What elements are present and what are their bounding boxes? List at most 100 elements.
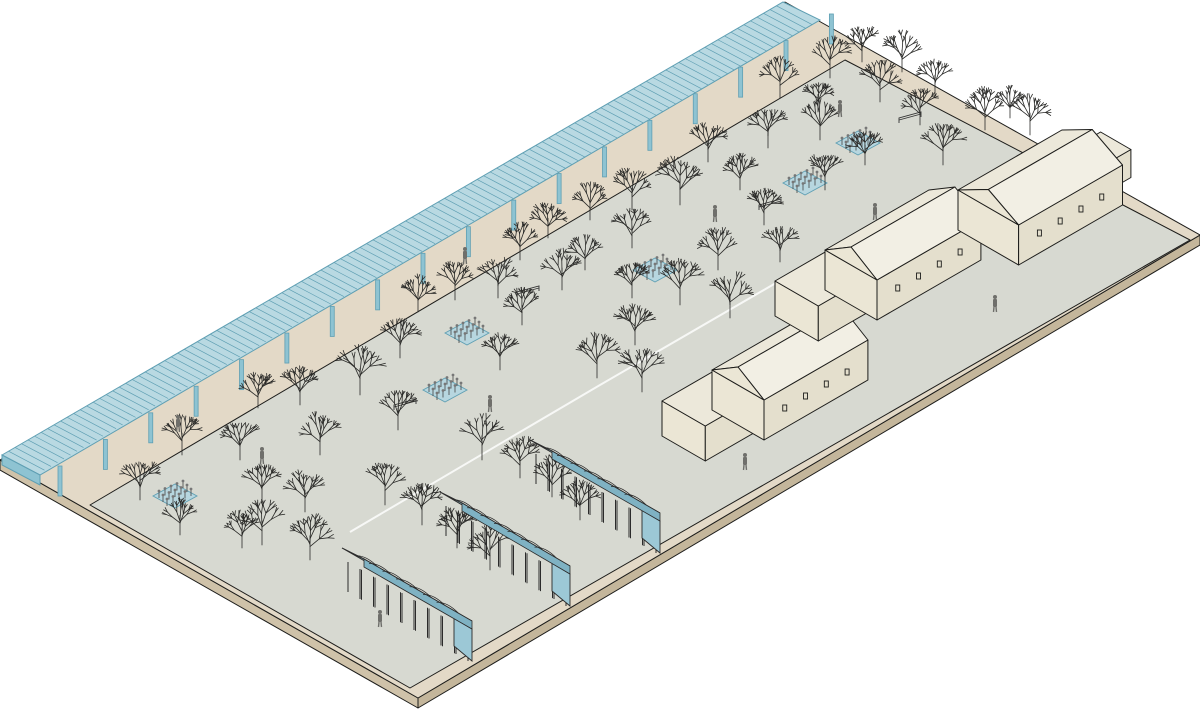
- bare-tree-icon: [689, 122, 729, 163]
- bare-tree-icon: [859, 59, 903, 103]
- rail-tie: [515, 156, 553, 177]
- bare-tree-icon: [335, 344, 387, 396]
- rail-tie: [40, 432, 78, 452]
- rail-tie: [737, 28, 774, 48]
- rail-tie: [502, 164, 540, 184]
- bare-tree-icon: [564, 233, 604, 271]
- rail-tie: [197, 341, 234, 362]
- rail-tie: [112, 390, 149, 411]
- bare-tree-icon: [882, 29, 923, 73]
- rail-tie: [561, 130, 598, 150]
- rail-tie: [659, 73, 696, 94]
- rail-tie: [574, 122, 611, 143]
- rail-tie: [626, 92, 663, 112]
- rail-tie: [489, 171, 527, 192]
- rail-tie: [470, 182, 507, 203]
- bare-tree-icon: [219, 422, 260, 461]
- rail-tie: [405, 220, 442, 241]
- pedestrian-icon: [487, 395, 493, 413]
- rail-tie: [132, 379, 169, 399]
- bare-tree-icon: [920, 122, 968, 166]
- bare-tree-icon: [610, 207, 652, 249]
- bare-tree-icon: [223, 509, 261, 549]
- bare-tree-icon: [808, 154, 844, 191]
- rail-tie: [14, 447, 52, 467]
- bare-tree-icon: [572, 181, 608, 221]
- rail-tie: [346, 254, 384, 275]
- rail-tie: [190, 345, 227, 365]
- pedestrian-icon: [837, 100, 843, 118]
- rail-tie: [372, 239, 410, 260]
- rail-tie: [223, 326, 260, 346]
- bare-tree-icon: [400, 273, 437, 313]
- rail-tie: [333, 262, 371, 282]
- bare-tree-icon: [238, 371, 276, 409]
- rail-tie: [99, 398, 136, 418]
- rail-tie: [437, 201, 475, 222]
- rail-tie: [249, 311, 286, 331]
- bare-tree-icon: [900, 88, 939, 126]
- bare-tree-icon: [378, 390, 419, 431]
- rail-post: [193, 385, 199, 417]
- planter-bed-icon: [444, 316, 490, 346]
- rail-tie: [177, 352, 214, 373]
- rail-tie: [555, 133, 592, 154]
- rail-tie: [424, 209, 462, 229]
- rail-tie: [678, 62, 716, 82]
- bare-tree-icon: [844, 26, 880, 63]
- rail-tie: [594, 111, 631, 131]
- rail-tie: [73, 413, 110, 433]
- pavilion-building-icon: [774, 186, 982, 342]
- rail-tie: [288, 288, 325, 309]
- rail-post: [57, 465, 63, 497]
- rail-tie: [275, 296, 312, 316]
- rail-tie: [620, 96, 657, 116]
- rail-tie: [366, 243, 403, 263]
- bare-tree-icon: [539, 247, 582, 291]
- bare-tree-icon: [722, 152, 759, 191]
- bare-tree-icon: [655, 155, 704, 206]
- rail-tie: [385, 231, 423, 252]
- rail-tie: [145, 371, 182, 392]
- pedestrian-icon: [712, 205, 718, 223]
- rail-tie: [450, 194, 488, 214]
- planter-beds: [152, 126, 881, 509]
- rail-post: [828, 13, 834, 45]
- rail-tie: [646, 80, 683, 101]
- rail-tie: [724, 35, 761, 56]
- rail-tie: [210, 333, 247, 354]
- rail-tie: [568, 126, 605, 146]
- bare-tree-icon: [481, 332, 520, 371]
- bare-tree-icon: [282, 469, 326, 513]
- bare-tree-icon: [298, 411, 342, 456]
- pedestrian-icon: [992, 295, 998, 313]
- rail-tie: [613, 99, 650, 120]
- rail-tie: [353, 250, 390, 271]
- pedestrian-icon: [377, 610, 383, 628]
- rail-post: [465, 226, 471, 258]
- rail-post: [602, 146, 607, 178]
- rail-strip: [0, 1, 834, 497]
- pavilion-building-icon: [957, 129, 1132, 266]
- rail-post: [556, 173, 562, 204]
- bare-tree-icon: [289, 513, 335, 561]
- rail-tie: [236, 318, 273, 339]
- rail-tie: [21, 443, 58, 463]
- rail-post: [102, 439, 108, 470]
- rail-tie: [138, 375, 175, 396]
- shelter-canopies: [341, 439, 661, 662]
- bare-tree-icon: [476, 256, 519, 299]
- rail-tie: [457, 190, 494, 211]
- rail-tie: [392, 228, 429, 248]
- bare-tree-icon: [161, 497, 198, 536]
- bare-tree-icon: [696, 227, 738, 271]
- bare-tree-icon: [758, 55, 800, 99]
- rail-tie: [262, 303, 299, 324]
- bare-tree-icon: [811, 35, 853, 79]
- bare-tree-icon: [746, 187, 784, 226]
- bare-tree-icon: [709, 271, 754, 319]
- bare-tree-icon: [575, 331, 621, 379]
- rail-front: [1, 454, 41, 486]
- rail-tie: [411, 216, 449, 237]
- rail-tie: [255, 307, 292, 328]
